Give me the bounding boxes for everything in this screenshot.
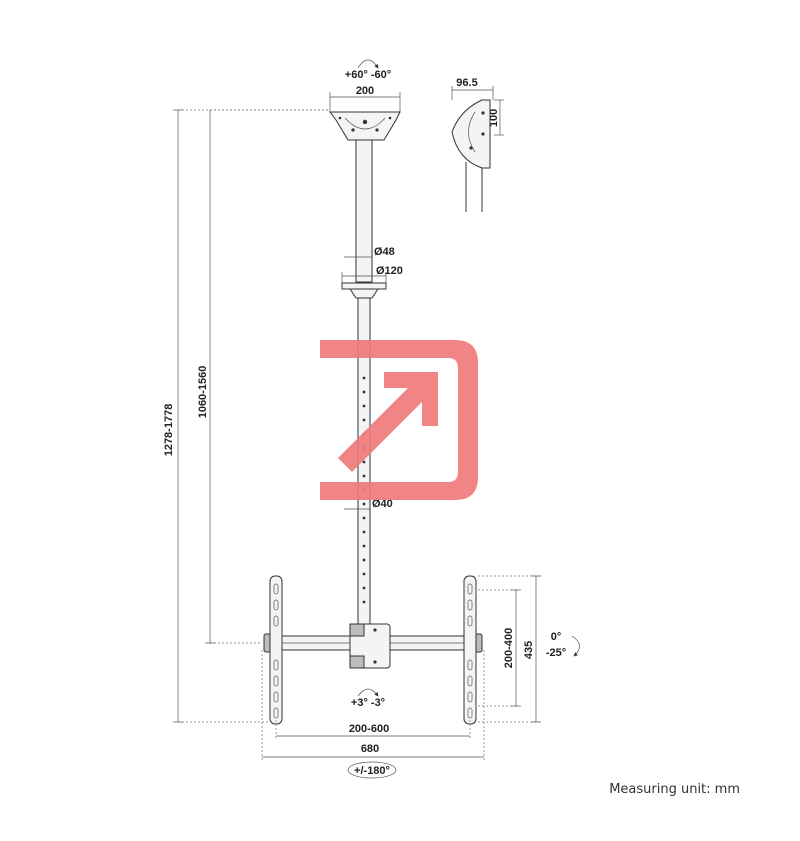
total-height-dimension: 1278-1778 bbox=[163, 109, 330, 723]
tilt-indicator: 0° -25° bbox=[546, 631, 580, 659]
tube-adjust-hole bbox=[362, 558, 366, 562]
ceiling-plate-width-label: 200 bbox=[356, 85, 374, 97]
bracket-slot bbox=[273, 599, 279, 611]
outer-tube bbox=[355, 139, 373, 283]
swivel-indicator: +/-180° bbox=[347, 761, 397, 779]
center-clamp bbox=[349, 623, 391, 669]
level-adjust-indicator: +3° -3° bbox=[351, 688, 385, 709]
ceiling-plate-width-dimension: 200 bbox=[329, 85, 401, 112]
ceiling-plate bbox=[329, 111, 401, 141]
tube-height-dimension: 1060-1560 bbox=[197, 109, 330, 644]
side-plate-depth-label: 96.5 bbox=[456, 77, 477, 89]
tube-adjust-hole bbox=[362, 474, 366, 478]
tube-height-label: 1060-1560 bbox=[197, 366, 209, 419]
vesa-height-dimension: 200-400 bbox=[478, 589, 521, 707]
measuring-unit-label: Measuring unit: mm bbox=[609, 782, 740, 797]
tilt-bottom-label: -25° bbox=[546, 647, 566, 659]
bracket-slot bbox=[467, 659, 473, 671]
outer-tube-diameter-dimension: Ø48 bbox=[344, 246, 395, 258]
tube-adjust-hole bbox=[362, 600, 366, 604]
tube-adjust-hole bbox=[362, 586, 366, 590]
tube-flange bbox=[341, 282, 387, 299]
tube-adjust-hole bbox=[362, 544, 366, 548]
right-bracket-arm bbox=[463, 575, 477, 725]
bracket-slot bbox=[467, 615, 473, 627]
tube-adjust-hole bbox=[362, 376, 366, 380]
tube-adjust-hole bbox=[362, 530, 366, 534]
bracket-slot bbox=[467, 691, 473, 703]
left-bracket-arm bbox=[269, 575, 283, 725]
tube-adjust-hole bbox=[362, 390, 366, 394]
tilt-top-label: 0° bbox=[551, 631, 562, 643]
tube-adjust-hole bbox=[362, 418, 366, 422]
bracket-width-label: 680 bbox=[361, 743, 379, 755]
vesa-height-label: 200-400 bbox=[503, 628, 515, 668]
bracket-slot bbox=[273, 707, 279, 719]
ceiling-plate-side-view: 96.5 100 bbox=[451, 77, 504, 212]
bracket-width-dimension: 680 bbox=[261, 650, 485, 760]
ceiling-rotation-label: +60° -60° bbox=[345, 69, 391, 81]
watermark-logo-icon bbox=[320, 340, 478, 500]
bracket-slot bbox=[273, 659, 279, 671]
vesa-width-label: 200-600 bbox=[349, 723, 389, 735]
tube-adjust-hole bbox=[362, 572, 366, 576]
bracket-height-dimension: 435 bbox=[478, 575, 541, 723]
tube-adjust-hole bbox=[362, 460, 366, 464]
outer-tube-diameter-label: Ø48 bbox=[374, 246, 395, 258]
inner-tube-diameter-label: Ø40 bbox=[372, 498, 393, 510]
bracket-slot bbox=[467, 675, 473, 687]
tube-adjust-hole bbox=[362, 516, 366, 520]
vesa-width-dimension: 200-600 bbox=[275, 720, 471, 740]
ceiling-rotation-indicator: +60° -60° bbox=[345, 59, 391, 81]
tube-adjust-hole bbox=[362, 502, 366, 506]
flange-diameter-label: Ø120 bbox=[376, 265, 403, 277]
inner-tube-diameter-dimension: Ø40 bbox=[344, 498, 393, 510]
bracket-slot bbox=[467, 599, 473, 611]
total-height-label: 1278-1778 bbox=[163, 404, 175, 457]
bracket-slot bbox=[467, 707, 473, 719]
bracket-slot bbox=[273, 675, 279, 687]
bracket-height-label: 435 bbox=[523, 641, 535, 659]
side-plate-height-label: 100 bbox=[488, 109, 500, 127]
swivel-label: +/-180° bbox=[354, 765, 390, 777]
bracket-slot bbox=[273, 583, 279, 595]
bracket-slot bbox=[467, 583, 473, 595]
tube-adjust-hole bbox=[362, 404, 366, 408]
level-adjust-label: +3° -3° bbox=[351, 697, 385, 709]
bracket-slot bbox=[273, 615, 279, 627]
bracket-slot bbox=[273, 691, 279, 703]
